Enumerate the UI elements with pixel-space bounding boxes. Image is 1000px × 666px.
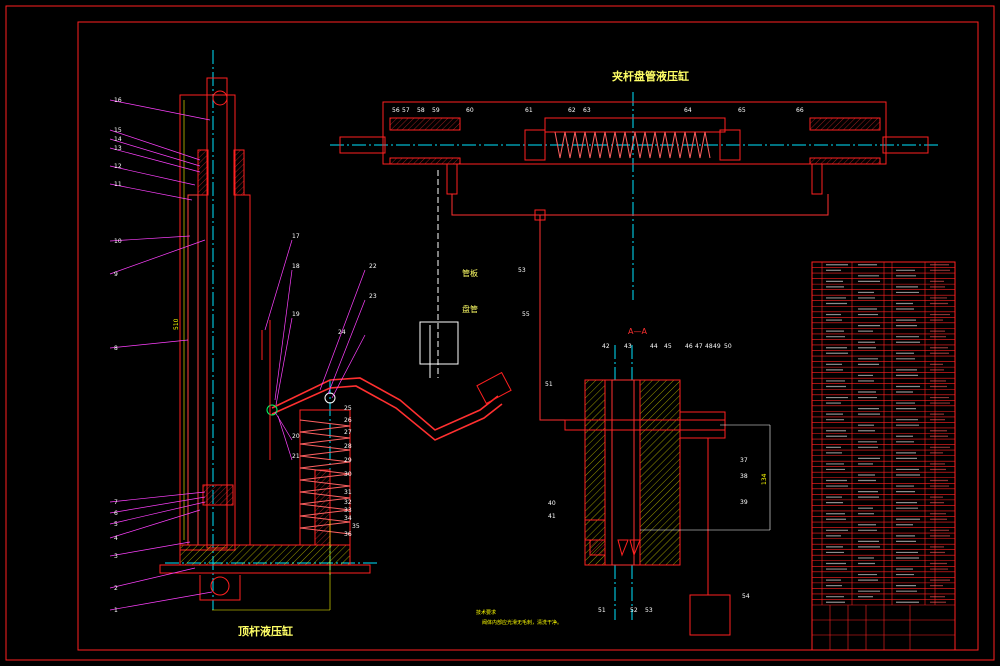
part-number-section: 44: [650, 343, 658, 350]
part-number-left: 3: [114, 553, 118, 560]
part-number-left: 15: [114, 127, 122, 134]
mid-leaders: [264, 239, 366, 461]
part-number-section: 39: [740, 499, 748, 506]
part-number-top: 53: [518, 267, 526, 274]
part-number-section: 40: [548, 500, 556, 507]
note-body: 阀体内部应光滑无毛刺，清洗干净。: [482, 619, 562, 626]
part-number-mid: 32: [344, 499, 352, 506]
part-number-left: 14: [114, 136, 122, 143]
part-number-top: 59: [432, 107, 440, 114]
dim-134: 134: [761, 473, 768, 485]
part-number-top: 60: [466, 107, 474, 114]
part-number-mid: 30: [344, 471, 352, 478]
part-number-mid: 25: [344, 405, 352, 412]
part-number-left: 1: [114, 607, 118, 614]
part-number-section: 45: [664, 343, 672, 350]
part-number-section: 42: [602, 343, 610, 350]
part-number-top: 58: [417, 107, 425, 114]
part-number-mid: 19: [292, 311, 300, 318]
part-number-mid: 22: [369, 263, 377, 270]
part-number-section: 51: [598, 607, 606, 614]
part-number-section: 49: [713, 343, 721, 350]
part-number-left: 13: [114, 145, 122, 152]
dim-510: 510: [173, 318, 180, 330]
part-number-mid: 20: [292, 433, 300, 440]
title-section: A—A: [628, 327, 647, 336]
part-number-mid: 18: [292, 263, 300, 270]
part-number-left: 12: [114, 163, 122, 170]
label-coil: 盘管: [462, 304, 478, 314]
part-number-mid: 29: [344, 457, 352, 464]
part-number-section: 37: [740, 457, 748, 464]
inner-frame: [77, 21, 979, 651]
bom-table: [811, 261, 956, 651]
part-number-left: 6: [114, 510, 118, 517]
part-number-mid: 26: [344, 417, 352, 424]
part-number-top: 55: [522, 311, 530, 318]
part-number-mid: 23: [369, 293, 377, 300]
note-heading: 技术要求: [476, 609, 496, 616]
part-number-left: 4: [114, 535, 118, 542]
part-number-mid: 34: [344, 515, 352, 522]
part-number-mid: 35: [352, 523, 360, 530]
part-number-left: 2: [114, 585, 118, 592]
part-number-section: 47: [695, 343, 703, 350]
part-number-left: 8: [114, 345, 118, 352]
part-number-left: 9: [114, 271, 118, 278]
part-number-section: 52: [630, 607, 638, 614]
part-number-left: 11: [114, 181, 122, 188]
title-left: 顶杆液压缸: [238, 624, 293, 638]
top-rod-cylinder-view: [159, 50, 512, 611]
title-top: 夹杆盘管液压缸: [612, 69, 689, 83]
part-number-section: 41: [548, 513, 556, 520]
part-number-mid: 36: [344, 531, 352, 538]
part-number-left: 7: [114, 499, 118, 506]
part-number-mid: 33: [344, 507, 352, 514]
part-number-top: 51: [545, 381, 553, 388]
part-number-top: 56: [392, 107, 400, 114]
part-number-mid: 28: [344, 443, 352, 450]
section-aa-view: [564, 345, 771, 636]
part-number-mid: 31: [344, 489, 352, 496]
part-number-mid: 27: [344, 429, 352, 436]
clamp-cylinder-view: [330, 92, 940, 421]
label-tube-plate: 管板: [462, 268, 478, 278]
part-number-top: 62: [568, 107, 576, 114]
part-number-section: 46: [685, 343, 693, 350]
part-number-section: 50: [724, 343, 732, 350]
part-number-top: 63: [583, 107, 591, 114]
part-number-left: 16: [114, 97, 122, 104]
part-number-top: 66: [796, 107, 804, 114]
part-number-top: 64: [684, 107, 692, 114]
part-number-section: 38: [740, 473, 748, 480]
part-number-section: 43: [624, 343, 632, 350]
part-number-section: 54: [742, 593, 750, 600]
part-number-mid: 21: [292, 453, 300, 460]
outer-frame: [5, 5, 995, 661]
left-leaders: [109, 99, 213, 611]
bom-frame: [811, 261, 956, 651]
part-number-section: 48: [705, 343, 713, 350]
part-number-top: 57: [402, 107, 410, 114]
part-number-mid: 24: [338, 329, 346, 336]
part-number-section: 53: [645, 607, 653, 614]
part-number-left: 10: [114, 238, 122, 245]
part-number-top: 65: [738, 107, 746, 114]
part-number-top: 61: [525, 107, 533, 114]
part-number-left: 5: [114, 521, 118, 528]
part-number-mid: 17: [292, 233, 300, 240]
